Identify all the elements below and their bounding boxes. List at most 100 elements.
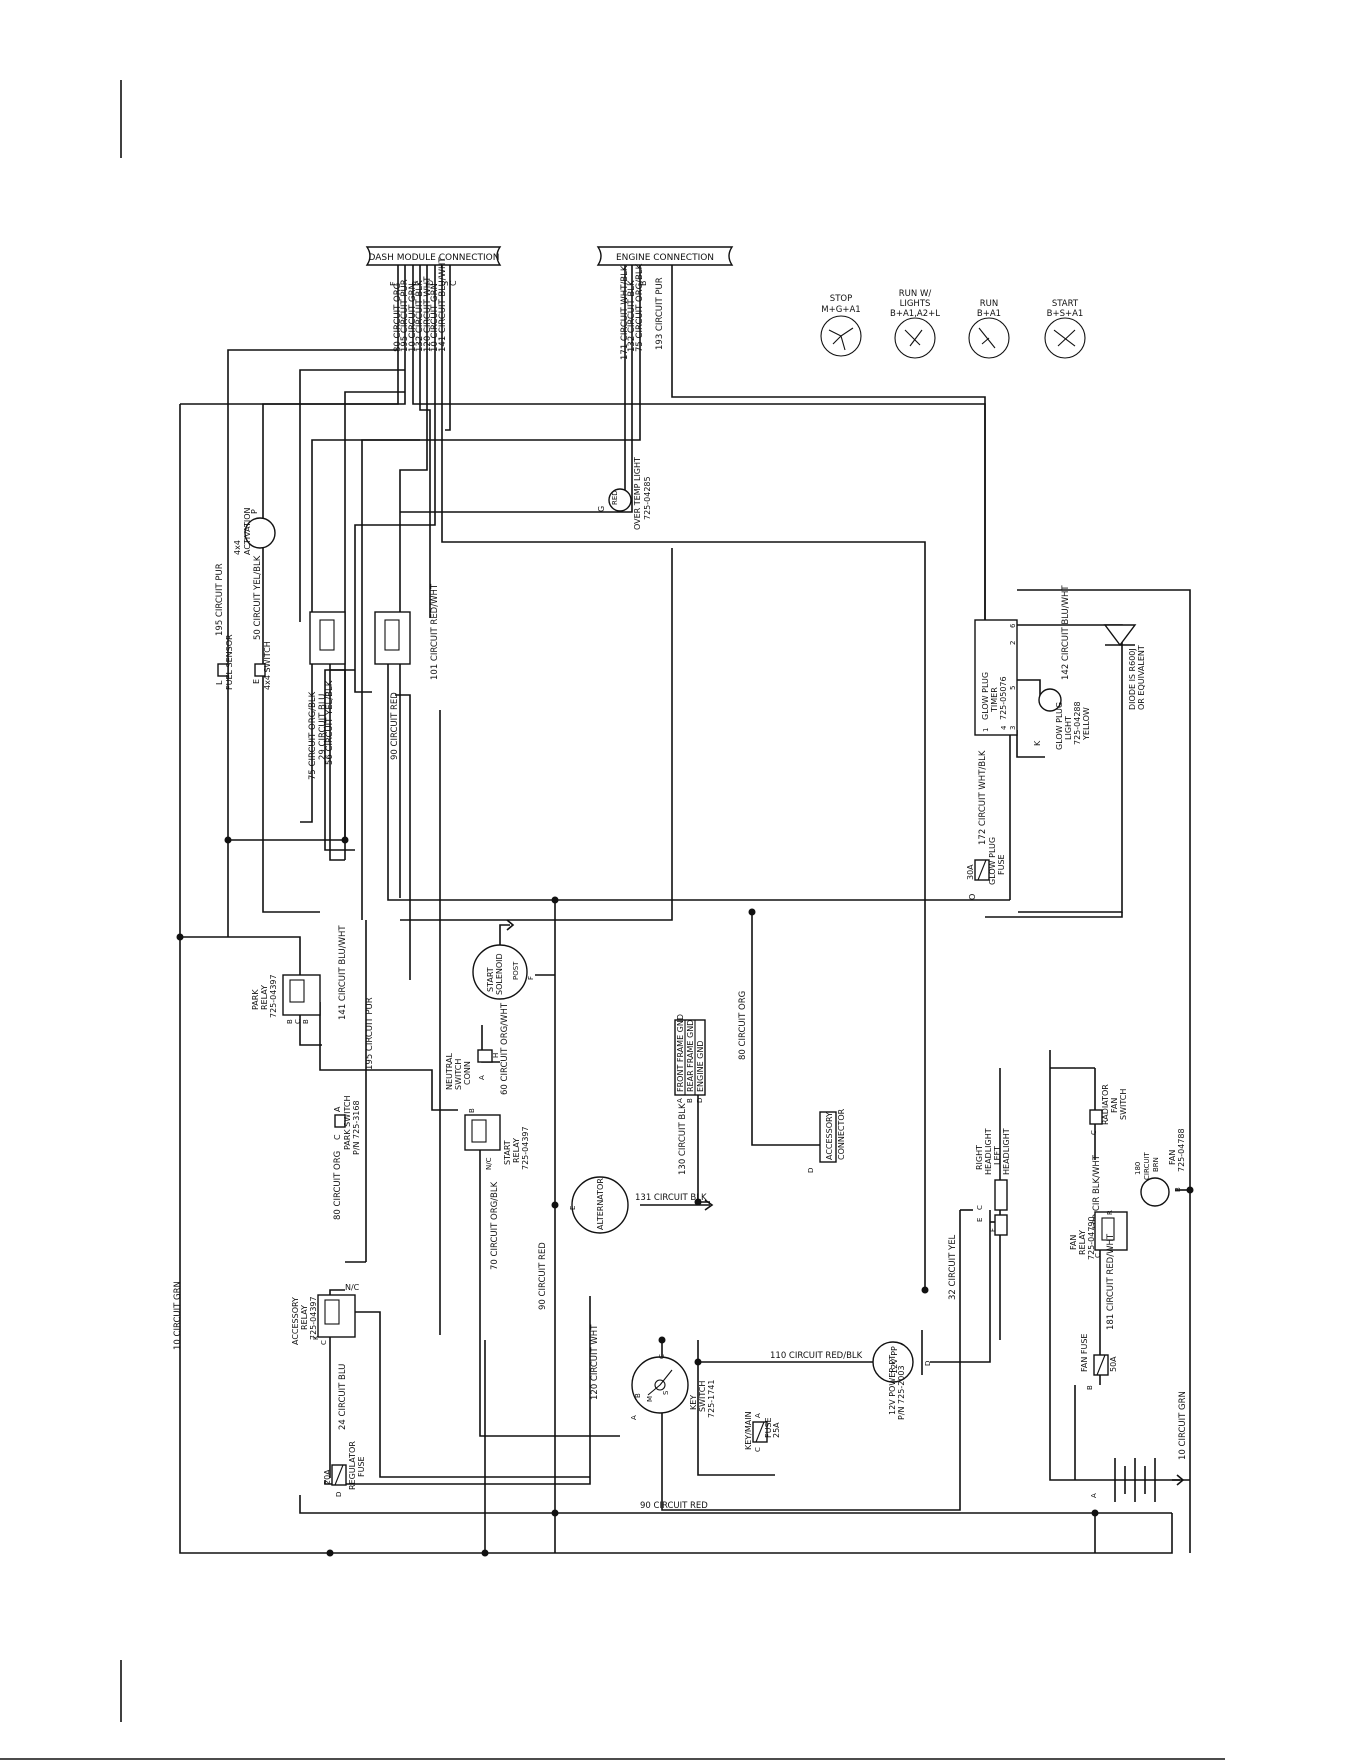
- svg-text:120 CIRCUIT WHT: 120 CIRCUIT WHT: [590, 1324, 600, 1400]
- fan: 180 CIRCUIT BRN FAN 725-04788 B: [1134, 1128, 1186, 1207]
- svg-text:OVER TEMP LIGHT: OVER TEMP LIGHT: [633, 457, 642, 530]
- svg-text:PARK SWITCH: PARK SWITCH: [343, 1096, 352, 1151]
- svg-text:GLOW PLUG: GLOW PLUG: [1055, 702, 1064, 750]
- svg-text:A: A: [1090, 1493, 1098, 1498]
- svg-text:ENGINE GND: ENGINE GND: [696, 1040, 705, 1092]
- svg-text:10 CIRCUIT GRN: 10 CIRCUIT GRN: [1178, 1391, 1188, 1460]
- svg-text:725-04397: 725-04397: [269, 974, 278, 1018]
- svg-text:RIGHT: RIGHT: [975, 1145, 984, 1170]
- engine-title: ENGINE CONNECTION: [616, 253, 714, 263]
- svg-text:P/N 725-2003: P/N 725-2003: [897, 1365, 906, 1420]
- mid-lower-wire-labels: 90 CIRCUIT RED 32 CIRCUIT YEL: [538, 1234, 958, 1310]
- wire-label: 131 CIRCUIT BLK: [635, 1193, 707, 1203]
- svg-text:G: G: [597, 506, 606, 512]
- svg-text:56 CIRCUIT YEL/BLK: 56 CIRCUIT YEL/BLK: [325, 680, 335, 765]
- neutral-switch: A H NEUTRAL SWITCH CONN 60 CIRCUIT ORG/W…: [445, 1002, 510, 1095]
- svg-text:SWITCH: SWITCH: [1119, 1089, 1128, 1120]
- switch-position-run: RUN B+A1: [968, 299, 1010, 359]
- svg-text:725-1741: 725-1741: [707, 1379, 716, 1418]
- svg-text:CONN: CONN: [463, 1061, 472, 1085]
- activation-4x4: P 4x4 ACTIVATION: [233, 507, 276, 555]
- svg-text:ACCESSORY: ACCESSORY: [825, 1112, 834, 1160]
- power-port: 12V PP D 12V POWER PT P/N 725-2003 110 C…: [770, 1341, 932, 1420]
- svg-text:32 CIRCUIT YEL: 32 CIRCUIT YEL: [948, 1234, 958, 1300]
- svg-text:STOP: STOP: [830, 294, 852, 304]
- svg-text:24 CIRCUIT BLU: 24 CIRCUIT BLU: [338, 1364, 348, 1430]
- engine-wire: 75 CIRCUIT ORG/BLK: [635, 263, 645, 352]
- svg-text:B: B: [1086, 1385, 1094, 1390]
- wire-label: 141 CIRCUIT BLU/WHT: [338, 925, 348, 1020]
- wire-label: 50 CIRCUIT YEL/BLK: [253, 555, 263, 640]
- svg-text:FUSE: FUSE: [764, 1417, 773, 1438]
- svg-text:D: D: [924, 1361, 932, 1366]
- svg-text:4x4 SWITCH: 4x4 SWITCH: [263, 641, 272, 690]
- wire-label: 101 CIRCUIT RED/WHT: [430, 583, 440, 680]
- ground-block: FRONT FRAME GND REAR FRAME GND ENGINE GN…: [674, 1014, 706, 1175]
- wire-label: 70 CIRCUIT ORG/BLK: [490, 1181, 500, 1270]
- accessory-relay: ACCESSORY RELAY 725-04397 C K N/C: [291, 1283, 360, 1345]
- svg-text:B: B: [286, 1019, 294, 1024]
- svg-text:25A: 25A: [772, 1422, 781, 1438]
- svg-text:725-04288: 725-04288: [1073, 701, 1082, 745]
- engine-wire: 193 CIRCUIT PUR: [655, 277, 665, 350]
- svg-text:REAR FRAME GND: REAR FRAME GND: [686, 1020, 695, 1092]
- svg-text:B+A1: B+A1: [977, 309, 1001, 319]
- switch-4x4: E 4x4 SWITCH 50 CIRCUIT YEL/BLK: [252, 555, 272, 690]
- svg-text:10 CIRCUIT GRN: 10 CIRCUIT GRN: [173, 1281, 183, 1350]
- key-main-fuse: C A KEY/MAIN FUSE 25A: [744, 1411, 781, 1452]
- wire-label: 60 CIRCUIT ORG/WHT: [500, 1002, 510, 1095]
- svg-text:FUEL SENSOR: FUEL SENSOR: [225, 634, 234, 690]
- wire-label: 110 CIRCUIT RED/BLK: [770, 1351, 863, 1361]
- svg-text:O: O: [968, 894, 977, 900]
- svg-text:4x4: 4x4: [233, 540, 242, 555]
- svg-text:N/C: N/C: [485, 1157, 493, 1170]
- svg-text:L: L: [215, 680, 224, 685]
- svg-text:RADIATOR: RADIATOR: [1101, 1084, 1110, 1125]
- svg-text:K: K: [1033, 740, 1042, 746]
- svg-text:90 CIRCUIT RED: 90 CIRCUIT RED: [640, 1501, 708, 1511]
- svg-text:M: M: [646, 1396, 654, 1402]
- svg-text:R: R: [1106, 1210, 1114, 1215]
- dash-pin: F: [389, 281, 398, 286]
- svg-text:SWITCH: SWITCH: [698, 1381, 707, 1412]
- svg-text:START: START: [503, 1140, 512, 1165]
- svg-text:RELAY: RELAY: [260, 985, 269, 1010]
- svg-text:GLOW PLUG: GLOW PLUG: [981, 672, 990, 720]
- svg-text:START: START: [1052, 299, 1079, 309]
- svg-text:ACTIVATION: ACTIVATION: [243, 507, 252, 555]
- svg-text:REGULATOR: REGULATOR: [348, 1441, 357, 1490]
- svg-text:B+S+A1: B+S+A1: [1047, 309, 1084, 319]
- svg-text:PARK: PARK: [251, 989, 260, 1010]
- svg-text:P/N 725-3168: P/N 725-3168: [352, 1100, 361, 1155]
- svg-text:30A: 30A: [966, 864, 975, 880]
- svg-text:KEY/MAIN: KEY/MAIN: [744, 1411, 753, 1450]
- svg-text:P: P: [250, 509, 259, 514]
- dash-pin: C: [449, 280, 458, 286]
- svg-text:2: 2: [1009, 641, 1017, 645]
- svg-text:90 CIRCUIT RED: 90 CIRCUIT RED: [390, 692, 400, 760]
- dash-pin: R: [411, 280, 420, 286]
- switch-position-stop: STOP M+G+A1: [820, 294, 862, 357]
- svg-text:29 CIRCUIT BLU: 29 CIRCUIT BLU: [318, 694, 328, 760]
- svg-text:A: A: [676, 1098, 684, 1103]
- dash-wire: 120 CIRCUIT WHT: [423, 276, 433, 352]
- svg-text:12V POWER PT: 12V POWER PT: [888, 1355, 897, 1415]
- park-relay: PARK RELAY 725-04397 B C B 141 CIRCUIT B…: [251, 925, 375, 1070]
- svg-text:B: B: [468, 1108, 476, 1113]
- svg-text:D: D: [696, 1098, 704, 1103]
- svg-text:RUN W/: RUN W/: [899, 289, 932, 299]
- diode: DIODE IS R600J OR EQUIVALENT: [1103, 624, 1146, 710]
- svg-text:RUN: RUN: [980, 299, 999, 309]
- dash-wire: 132 CIRCUIT BLK: [415, 280, 425, 352]
- svg-text:75 CIRCUIT ORG/BLK: 75 CIRCUIT ORG/BLK: [308, 691, 318, 780]
- svg-text:C: C: [1090, 1130, 1098, 1135]
- svg-text:K: K: [312, 1335, 320, 1340]
- svg-text:START: START: [486, 967, 495, 992]
- svg-text:LEFT: LEFT: [993, 1146, 1002, 1165]
- start-relay: B START RELAY 725-04397 N/C 70 CIRCUIT O…: [464, 1108, 530, 1270]
- battery: A: [1090, 1458, 1185, 1502]
- svg-text:FAN: FAN: [1069, 1235, 1078, 1250]
- wires: [179, 265, 1191, 1554]
- switch-positions: STOP M+G+A1 RUN W/ LIGHTS B+A1,A2+L RUN …: [820, 289, 1086, 359]
- dash-module-connector: DASH MODULE CONNECTION F R D S C 80 CIRC…: [365, 246, 502, 352]
